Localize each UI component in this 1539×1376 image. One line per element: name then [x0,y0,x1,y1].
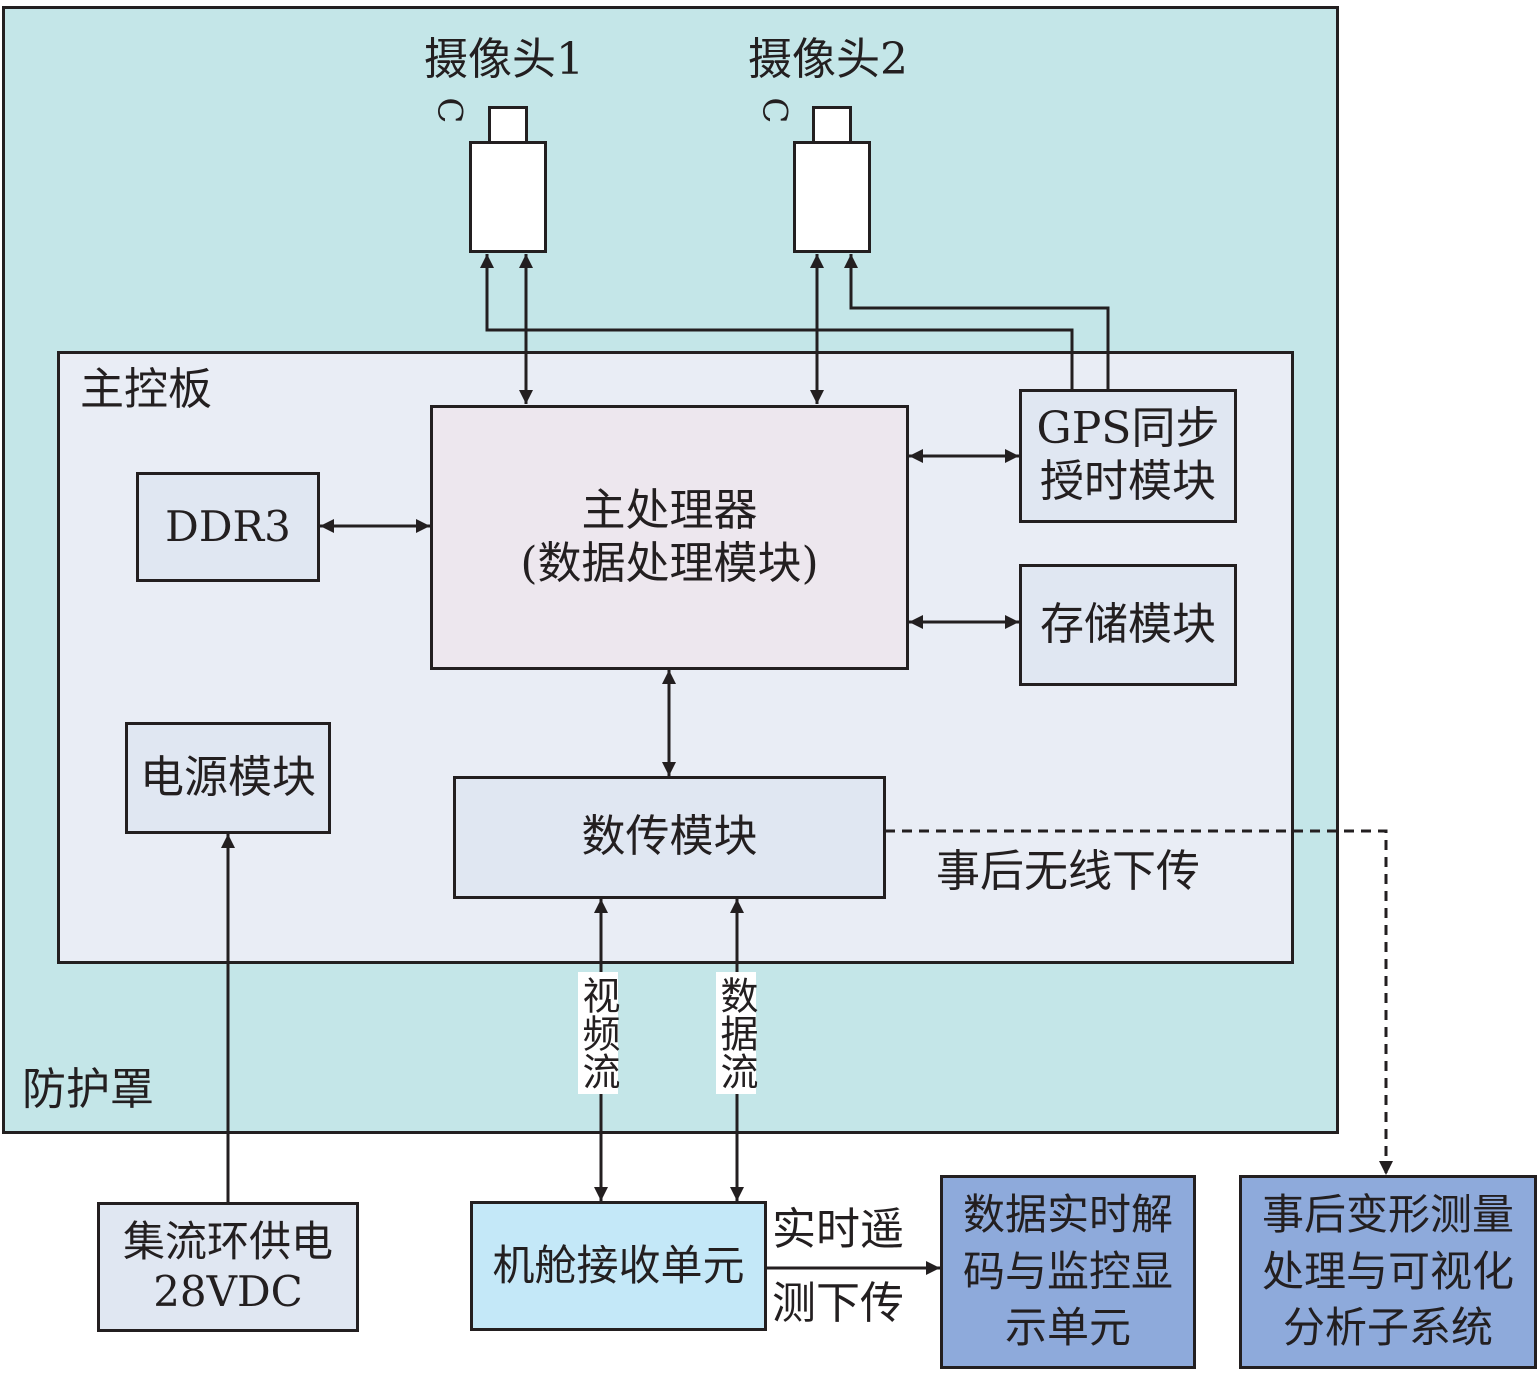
post-wireless-downlink-line [885,829,1393,1175]
realtime-downlink-label-2: 测下传 [772,1278,904,1329]
enclosure-label: 防护罩 [22,1064,154,1115]
post-analysis-line2: 处理与可视化 [1261,1246,1514,1296]
power-module: 电源模块 [125,722,331,834]
ddr3-label: DDR3 [165,501,291,551]
datalink-module-label: 数传模块 [581,811,758,863]
camera-2-lens-mark: C [754,97,795,124]
storage-module: 存储模块 [1019,564,1237,686]
realtime-downlink-label-1: 实时遥 [772,1204,904,1255]
post-analysis-line1: 事后变形测量 [1261,1189,1514,1239]
decode-monitor-unit: 数据实时解 码与监控显 示单元 [940,1175,1196,1369]
power-module-label: 电源模块 [140,751,316,803]
video-stream-label: 视频流 [576,972,620,1094]
decode-monitor-line1: 数据实时解 [962,1189,1173,1239]
nacelle-receiver-label: 机舱接收单元 [492,1240,745,1290]
gps-cam2-sync-line [844,254,1110,390]
decode-monitor-line3: 示单元 [1004,1303,1131,1353]
main-board-label: 主控板 [80,364,212,415]
post-wireless-downlink-label: 事后无线下传 [936,846,1200,897]
slip-ring-power: 集流环供电 28VDC [97,1202,359,1332]
gps-timing-module: GPS同步 授时模块 [1019,389,1237,523]
camera-1-body [469,141,547,253]
datalink-module: 数传模块 [453,776,886,899]
camera-1-lens-mark: C [429,97,470,124]
gps-module-line1: GPS同步 [1036,403,1220,455]
camera-2-lens [812,106,852,144]
main-processor: 主处理器 (数据处理模块) [430,405,909,670]
gps-module-line2: 授时模块 [1040,456,1216,507]
data-stream-label: 数据流 [714,972,758,1094]
gps-cam1-sync-line [480,254,1074,390]
nacelle-receiver-unit: 机舱接收单元 [470,1201,767,1331]
camera-1-lens [488,106,528,144]
camera-2-label: 摄像头2 [748,34,908,85]
main-processor-title: 主处理器 [581,484,758,536]
post-analysis-line3: 分析子系统 [1282,1303,1493,1353]
camera-1-label: 摄像头1 [424,34,584,85]
main-processor-subtitle: (数据处理模块) [520,537,819,589]
post-analysis-subsystem: 事后变形测量 处理与可视化 分析子系统 [1239,1175,1537,1369]
slip-ring-line1: 集流环供电 [122,1216,333,1266]
storage-module-label: 存储模块 [1040,598,1216,650]
slip-ring-line2: 28VDC [153,1267,303,1316]
camera-2-body [793,141,871,253]
decode-monitor-line2: 码与监控显 [962,1246,1173,1296]
ddr3-module: DDR3 [136,472,320,582]
